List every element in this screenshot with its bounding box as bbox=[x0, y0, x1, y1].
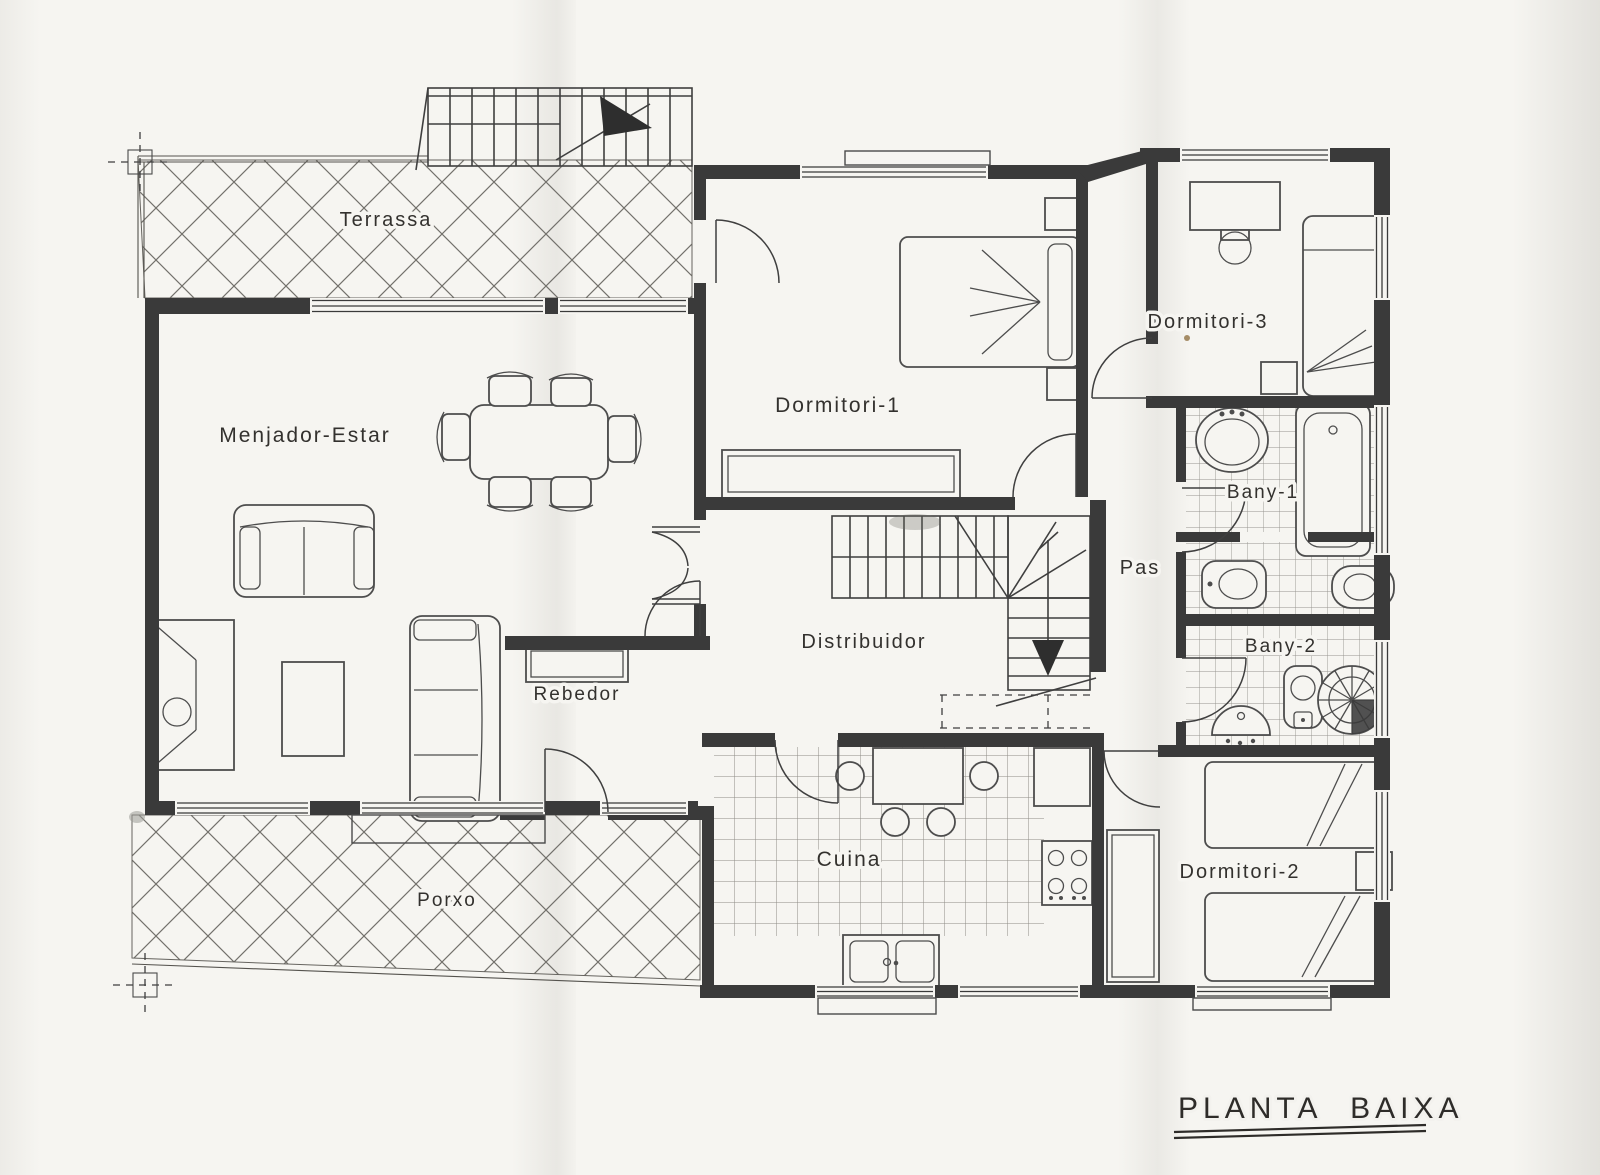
windows bbox=[175, 148, 1390, 1015]
hall-sideboard-inner bbox=[530, 650, 624, 678]
sofa-three-seat bbox=[409, 615, 501, 822]
survey-marks bbox=[108, 132, 177, 1013]
room-label-dormitori-1: Dormitori-1 bbox=[775, 394, 901, 417]
room-label-rebedor: Rebedor bbox=[534, 684, 621, 705]
washbasin bbox=[1211, 705, 1271, 736]
interior-staircase bbox=[831, 515, 1097, 729]
double-sink bbox=[842, 934, 940, 988]
dining-table-set bbox=[436, 371, 642, 512]
sofa-two-seat bbox=[233, 504, 375, 598]
floor-title: PLANTA BAIXA bbox=[1178, 1092, 1464, 1125]
wardrobe bbox=[1106, 829, 1160, 983]
drawing-title: PLANTA BAIXA bbox=[1173, 1089, 1464, 1140]
terrace-railing bbox=[137, 155, 428, 298]
room-label-dormitori-2: Dormitori-2 bbox=[1180, 861, 1301, 883]
room-label-menjador-estar: Menjador-Estar bbox=[219, 424, 391, 447]
stair-up-arrow bbox=[1032, 640, 1064, 676]
room-label-bany-2: Bany-2 bbox=[1245, 636, 1317, 657]
stove bbox=[1041, 840, 1093, 906]
kitchen-fixtures bbox=[835, 747, 1093, 988]
bedroom3-furniture bbox=[1189, 181, 1388, 397]
hall-sideboard bbox=[525, 645, 629, 683]
fireplace bbox=[149, 619, 235, 771]
bathroom2-fixtures bbox=[1211, 665, 1387, 746]
doors bbox=[544, 219, 1247, 813]
exterior-staircase bbox=[415, 87, 693, 171]
room-label-porxo: Porxo bbox=[417, 890, 477, 911]
double-swing-door bbox=[651, 526, 700, 605]
room-label-cuina: Cuina bbox=[817, 848, 882, 871]
bedroom1-furniture bbox=[721, 197, 1086, 499]
porch-hatch bbox=[131, 814, 701, 987]
fridge bbox=[1033, 747, 1091, 807]
room-labels: Terrassa Menjador-Estar Dormitori-1 Dorm… bbox=[216, 206, 1319, 915]
scan-blemishes bbox=[129, 335, 1190, 823]
room-label-dormitori-3: Dormitori-3 bbox=[1148, 311, 1269, 333]
kitchen-table bbox=[872, 747, 964, 805]
room-label-pas: Pas bbox=[1120, 557, 1160, 579]
stair-direction-arrow bbox=[600, 96, 652, 136]
room-label-terrassa: Terrassa bbox=[340, 209, 433, 231]
room-label-bany-1: Bany-1 bbox=[1227, 482, 1299, 503]
coffee-table bbox=[281, 661, 345, 757]
room-label-distribuidor: Distribuidor bbox=[801, 631, 926, 653]
